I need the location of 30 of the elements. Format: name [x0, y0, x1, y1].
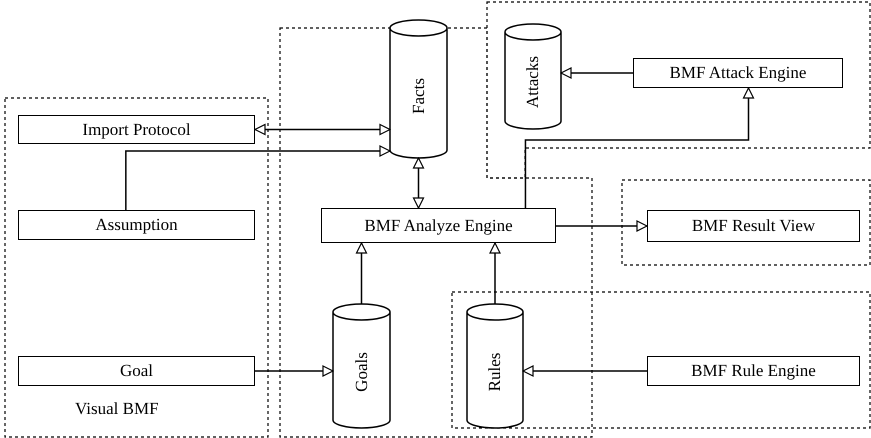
database-cylinder: [390, 20, 447, 158]
dashed-region: [5, 98, 268, 437]
process-box: BMF Attack Engine: [633, 58, 843, 88]
arrow: [489, 242, 501, 304]
arrow: [254, 124, 391, 136]
process-box: BMF Analyze Engine: [321, 208, 556, 243]
arrow: [522, 365, 647, 377]
process-box: Assumption: [18, 210, 255, 240]
database-cylinder: [333, 304, 390, 428]
arrow: [255, 365, 334, 377]
arrow: [125, 145, 391, 210]
database-cylinder: [505, 24, 561, 129]
cylinder-label: Attacks: [523, 56, 543, 108]
process-box: Goal: [18, 356, 255, 386]
arrow: [524, 87, 754, 208]
cylinder-label: Goals: [352, 352, 372, 392]
arrow: [412, 157, 424, 209]
arrow: [356, 242, 368, 304]
cylinder-label: Rules: [485, 352, 505, 392]
dashed-region: [487, 2, 870, 178]
process-box: BMF Rule Engine: [647, 356, 860, 386]
dashed-region: [622, 180, 870, 265]
process-box: BMF Result View: [647, 210, 860, 242]
cylinder-label: Facts: [408, 78, 428, 114]
region-label: Visual BMF: [75, 399, 159, 419]
database-cylinder: [467, 304, 523, 428]
dashed-region: [452, 292, 870, 428]
arrow: [560, 67, 633, 79]
arrow: [556, 220, 648, 232]
process-box: Import Protocol: [18, 115, 255, 144]
